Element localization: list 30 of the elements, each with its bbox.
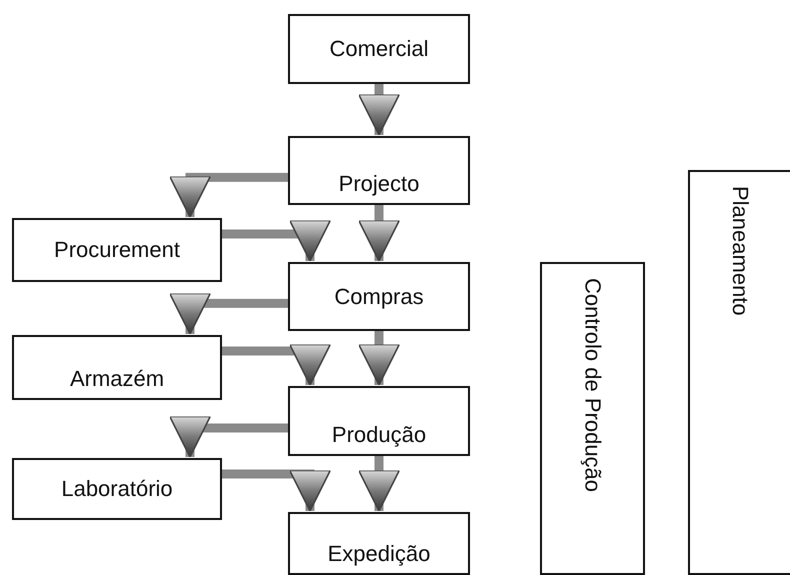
block-arrow: [168, 416, 288, 458]
department-box: [288, 512, 470, 575]
block-arrow: [168, 172, 288, 218]
department-box: [288, 386, 470, 456]
department-name: Projecto: [338, 171, 420, 197]
block-arrow: [358, 331, 400, 386]
department-box: [288, 262, 470, 331]
block-arrow: [168, 292, 288, 335]
block-arrow: [358, 84, 400, 136]
department-box: [288, 14, 470, 84]
department-box: [288, 136, 470, 205]
block-arrow: [222, 220, 332, 262]
department-name: Armazém: [70, 366, 164, 392]
department-name: Laboratório: [61, 476, 173, 502]
block-arrow: [358, 205, 400, 262]
block-arrow: [222, 470, 332, 512]
department-name: Comercial: [329, 36, 429, 62]
block-arrow: [222, 344, 332, 386]
department-column: [688, 170, 790, 575]
department-name: Planeamento: [727, 186, 753, 316]
department-name: Expedição: [328, 541, 430, 567]
department-name: Compras: [334, 284, 424, 310]
department-name: Controlo de Produção: [580, 278, 606, 492]
department-column: [540, 262, 645, 575]
department-box: [12, 218, 222, 282]
block-arrow: [358, 456, 400, 512]
department-box: [12, 458, 222, 520]
department-name: Produção: [332, 422, 426, 448]
department-box: [12, 335, 222, 400]
department-name: Procurement: [54, 237, 180, 263]
